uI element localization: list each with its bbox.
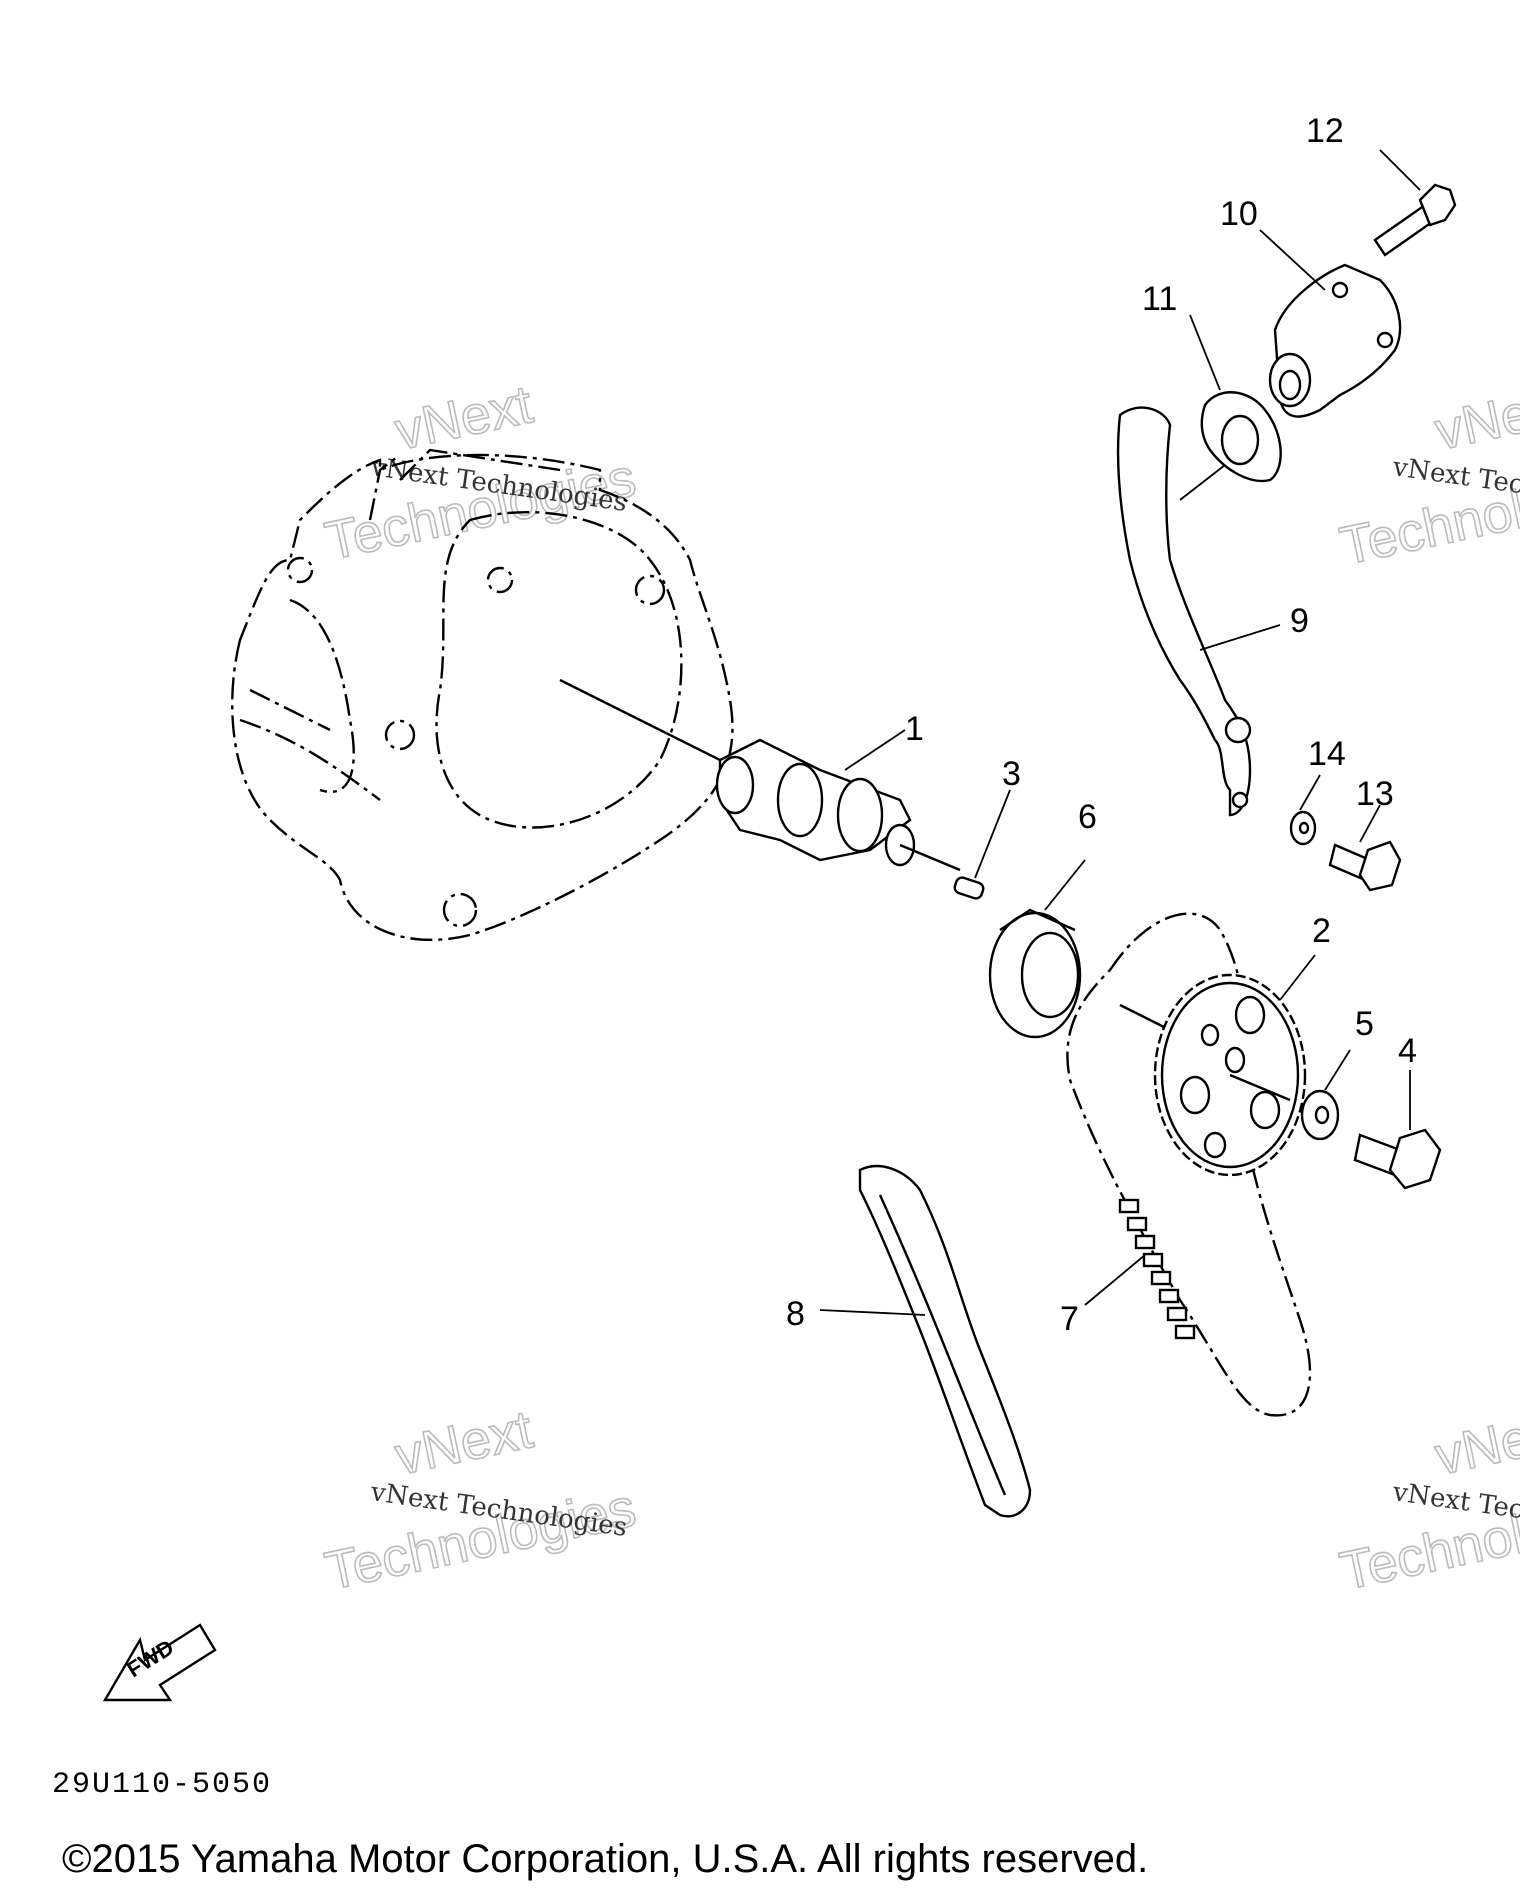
callout-14: 14: [1308, 735, 1346, 773]
watermark-big-top: vNext: [1430, 374, 1520, 461]
callout-labels: 1 2 3 4 5 6 7 8 9 10 11 12 13 14: [786, 112, 1417, 1338]
chain-guide-part-8: [819, 1164, 1032, 1518]
bolt-part-12: [1373, 149, 1457, 257]
forward-direction-arrow: FWD: [102, 1623, 217, 1702]
callout-12: 12: [1306, 112, 1344, 150]
watermark-group-top-left: vNext Technologies vNext Technologies: [319, 374, 641, 573]
gasket-part-11: [1179, 314, 1282, 501]
washer-part-14: [1289, 774, 1321, 846]
callout-5: 5: [1355, 1005, 1374, 1043]
part-code: 29U110-5050: [52, 1768, 272, 1802]
cam-chain-part-7: [1066, 912, 1312, 1417]
chain-links: [1118, 1198, 1196, 1340]
watermark-group-bottom-left: vNext Technologies vNext Technologies: [319, 1399, 641, 1603]
bearing-part-6: [988, 859, 1086, 1039]
watermark-group-bottom-right: vNext Technologies vNext Technologies: [1334, 1399, 1520, 1603]
bolt-part-13: [1328, 804, 1402, 892]
callout-7: 7: [1060, 1300, 1079, 1338]
chain-tensioner-part-10: [1259, 229, 1402, 418]
callout-6: 6: [1078, 798, 1097, 836]
callout-1: 1: [905, 710, 924, 748]
callout-2: 2: [1312, 912, 1331, 950]
callout-11: 11: [1142, 280, 1177, 318]
watermark-big-top: vNext: [390, 374, 538, 461]
callout-8: 8: [786, 1295, 805, 1333]
tensioner-guide-part-9: [1116, 406, 1281, 817]
dowel-pin-part-3: [953, 789, 1011, 900]
camshaft-part-1: [559, 678, 961, 872]
cam-sprocket-part-2: [1119, 954, 1316, 1177]
watermark-group-top-right: vNext Technologies vNext Technologies: [1334, 374, 1520, 578]
callout-10: 10: [1220, 195, 1258, 233]
callout-3: 3: [1002, 755, 1021, 793]
callout-13: 13: [1356, 775, 1394, 813]
bolt-part-4: [1353, 1070, 1442, 1190]
callout-4: 4: [1398, 1032, 1417, 1070]
watermark-big-top: vNext: [1430, 1399, 1520, 1486]
callout-9: 9: [1290, 602, 1309, 640]
washer-part-5: [1300, 1049, 1351, 1141]
copyright-notice: ©2015 Yamaha Motor Corporation, U.S.A. A…: [62, 1837, 1148, 1881]
watermark-big-top: vNext: [390, 1399, 538, 1486]
cylinder-head-outline: [231, 448, 734, 942]
